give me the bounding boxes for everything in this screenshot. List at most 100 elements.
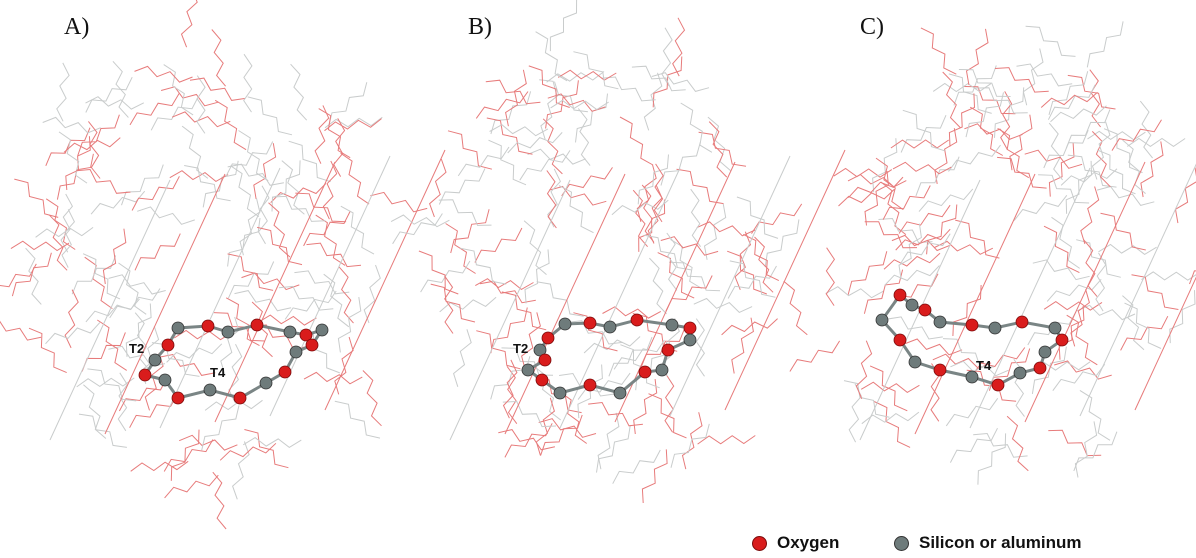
framework-strand (891, 234, 951, 252)
framework-strand (258, 314, 317, 326)
panel-b-framework (390, 0, 846, 504)
framework-strand (1174, 167, 1196, 224)
framework-strand (693, 297, 753, 313)
framework-strand (1066, 314, 1098, 366)
framework-strand (160, 86, 219, 107)
framework-strand (489, 124, 549, 137)
framework-strand (474, 227, 523, 263)
framework-channel (324, 149, 446, 411)
framework-strand (295, 192, 347, 223)
framework-strand (602, 306, 662, 319)
framework-strand (1060, 168, 1118, 186)
framework-strand (1100, 212, 1146, 251)
framework-strand (303, 210, 351, 247)
framework-strand (338, 266, 354, 324)
framework-strand (902, 109, 945, 152)
framework-strand (895, 228, 951, 251)
framework-strand (1124, 302, 1162, 349)
framework-strand (1122, 295, 1145, 351)
framework-strand (597, 412, 620, 470)
tatom-atom (613, 386, 627, 400)
framework-strand (334, 336, 354, 395)
framework-strand (1046, 278, 1102, 302)
framework-strand (118, 377, 168, 412)
framework-strand (573, 51, 619, 90)
framework-strand (1103, 128, 1143, 174)
framework-strand (457, 146, 510, 177)
framework-strand (601, 76, 656, 102)
framework-strand (303, 371, 363, 385)
framework-strand (1079, 389, 1111, 441)
tatom-swatch (894, 535, 909, 551)
framework-strand (873, 401, 911, 448)
framework-strand (577, 108, 591, 166)
framework-strand (620, 344, 660, 389)
framework-strand (660, 236, 719, 256)
framework-strand (953, 65, 997, 106)
framework-strand (608, 336, 653, 377)
framework-strand (418, 250, 459, 295)
framework-strand (843, 380, 890, 418)
framework-strand (490, 91, 532, 135)
framework-strand (121, 164, 164, 206)
framework-strand (392, 213, 443, 245)
tatom-atom (908, 355, 922, 369)
oxygen-atom (638, 365, 652, 379)
framework-strand (789, 340, 841, 372)
framework-strand (71, 255, 117, 295)
framework-strand (847, 174, 907, 188)
framework-strand (1016, 63, 1073, 87)
framework-strand (129, 93, 180, 126)
framework-strand (85, 76, 133, 113)
tatom-atom (171, 321, 185, 335)
framework-strand (77, 114, 120, 156)
oxygen-atom (171, 391, 185, 405)
framework-strand (78, 413, 127, 448)
framework-strand (573, 312, 618, 352)
framework-strand (729, 260, 776, 298)
tatom-atom (158, 373, 172, 387)
framework-strand (558, 185, 594, 234)
tatom-atom (283, 325, 297, 339)
panel-a-ring (138, 318, 329, 405)
framework-strand (241, 272, 300, 291)
framework-strand (486, 117, 533, 155)
framework-strand (314, 105, 330, 164)
framework-strand (1139, 100, 1153, 159)
framework-strand (1080, 186, 1100, 245)
panel-c-site-t4: T4 (976, 358, 992, 373)
framework-strand (1098, 243, 1157, 256)
framework-strand (557, 69, 617, 81)
framework-strand (253, 143, 277, 199)
framework-strand (783, 280, 808, 336)
framework-strand (1087, 130, 1146, 141)
framework-strand (898, 223, 922, 280)
oxygen-atom (541, 331, 555, 345)
framework-strand (648, 393, 687, 439)
framework-strand (322, 160, 338, 220)
framework-strand (664, 374, 675, 433)
tatom-atom (905, 298, 919, 312)
framework-strand (997, 127, 1030, 179)
framework-strand (932, 353, 992, 369)
framework-strand (965, 92, 1004, 138)
panel-b-ring (521, 313, 697, 400)
framework-strand (860, 381, 920, 394)
oxygen-atom (201, 319, 215, 333)
framework-strand (334, 400, 381, 439)
framework-strand (134, 233, 181, 271)
framework-strand (1048, 122, 1063, 181)
framework-strand (1070, 289, 1090, 347)
framework-strand (583, 336, 641, 354)
framework-strand (430, 283, 476, 323)
oxygen-atom (933, 363, 947, 377)
legend-tatom-label: Silicon or aluminum (919, 533, 1082, 552)
framework-strand (1095, 252, 1107, 312)
tatom-atom (665, 318, 679, 332)
framework-strand (764, 219, 800, 268)
framework-strand (14, 178, 59, 218)
tatom-atom (1048, 321, 1062, 335)
framework-strand (1111, 119, 1162, 151)
framework-strand (219, 442, 277, 461)
framework-strand (0, 263, 37, 288)
